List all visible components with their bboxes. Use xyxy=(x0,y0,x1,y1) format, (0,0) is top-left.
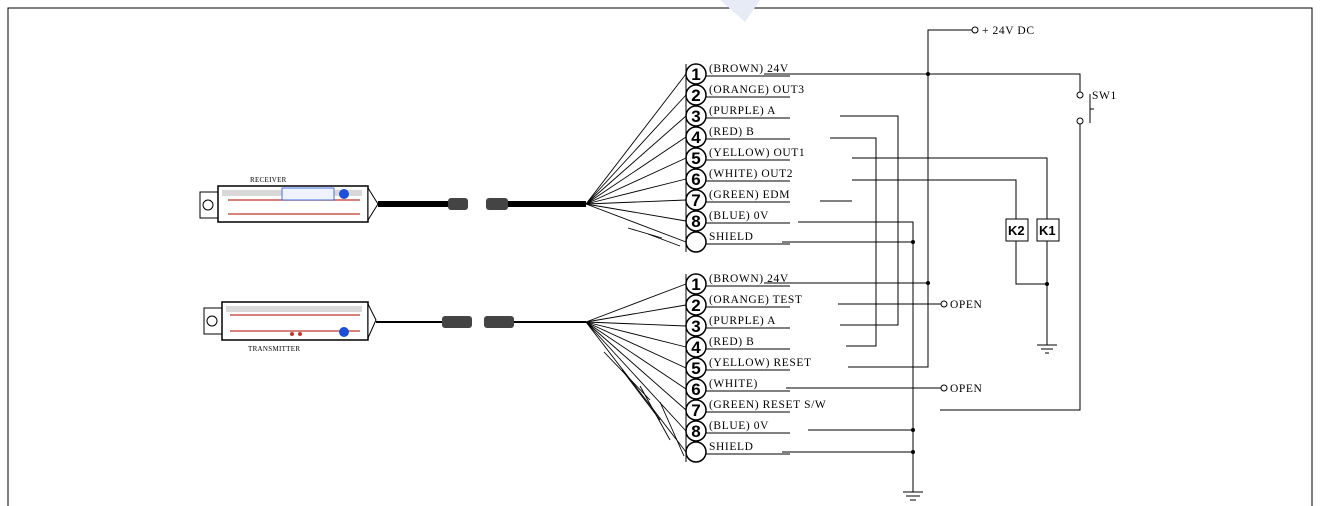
supply-label: + 24V DC xyxy=(982,25,1035,37)
receiver-wire-label: (ORANGE) OUT3 xyxy=(709,84,805,96)
transmitter-pin-3: 3 (PURPLE) A xyxy=(685,315,790,337)
transmitter-pin-1: 1 (BROWN) 24V xyxy=(685,273,790,295)
receiver-pin-4: 4 (RED) B xyxy=(685,126,790,148)
receiver-pin-7: 7 (GREEN) EDM xyxy=(685,189,790,211)
sw1-label: SW1 xyxy=(1092,90,1117,102)
receiver-wire-label: (BLUE) 0V xyxy=(709,210,769,222)
receiver-wire-label: (RED) B xyxy=(709,126,754,138)
transmitter-wire-label: (ORANGE) TEST xyxy=(709,294,803,306)
transmitter-wire-label: (YELLOW) RESET xyxy=(709,357,812,369)
watermark-fragment xyxy=(720,0,760,22)
transmitter-pin-8: 8 (BLUE) 0V xyxy=(685,420,790,442)
receiver-wire-label: SHIELD xyxy=(709,231,754,243)
transmitter-wire-label: (BROWN) 24V xyxy=(709,273,789,285)
receiver-wire-label: (YELLOW) OUT1 xyxy=(709,147,805,159)
transmitter-wire-label: (BLUE) 0V xyxy=(709,420,769,432)
open-label-white: OPEN xyxy=(950,383,983,395)
receiver-wire-label: (GREEN) EDM xyxy=(709,189,790,201)
transmitter-terminal-block: 1 (BROWN) 24V 2 (ORANGE) TEST 3 (PURPLE) A 4 (R… xyxy=(685,273,826,463)
transmitter-pin-6: 6 (WHITE) xyxy=(685,378,790,400)
receiver-pin-6: 6 (WHITE) OUT2 xyxy=(685,168,793,190)
receiver-pin-2: 2 (ORANGE) OUT3 xyxy=(685,84,805,106)
receiver-pin-number: 1 xyxy=(691,65,700,84)
transmitter-pin-2: 2 (ORANGE) TEST xyxy=(685,294,803,316)
receiver-device: RECEIVER xyxy=(199,176,586,223)
transmitter-wire-label: (WHITE) xyxy=(709,378,758,390)
receiver-wire-label: (PURPLE) A xyxy=(709,105,776,117)
cable-fanout xyxy=(585,73,687,457)
transmitter-pin-number: 6 xyxy=(691,380,700,399)
receiver-pin-number: 7 xyxy=(691,191,700,210)
wiring xyxy=(764,26,1094,501)
transmitter-device: TRANSMITTER xyxy=(203,301,586,353)
transmitter-wire-label: SHIELD xyxy=(709,441,754,453)
transmitter-pin-7: 7 (GREEN) RESET S/W xyxy=(685,399,826,421)
receiver-label: RECEIVER xyxy=(250,176,287,184)
receiver-wire-label: (WHITE) OUT2 xyxy=(709,168,793,180)
transmitter-pin-number: 3 xyxy=(691,317,700,336)
relay-k1-label: K1 xyxy=(1039,223,1056,238)
transmitter-pin-4: 4 (RED) B xyxy=(685,336,790,358)
transmitter-pin-shield: SHIELD xyxy=(685,441,790,463)
transmitter-pin-5: 5 (YELLOW) RESET xyxy=(685,357,812,379)
receiver-terminal-block: 1 (BROWN) 24V 2 (ORANGE) OUT3 3 (PURPLE) A 4 (R… xyxy=(685,63,805,253)
receiver-pin-number: 2 xyxy=(691,86,700,105)
receiver-pin-number: 5 xyxy=(691,149,700,168)
receiver-pin-5: 5 (YELLOW) OUT1 xyxy=(685,147,805,169)
receiver-pin-8: 8 (BLUE) 0V xyxy=(685,210,790,232)
transmitter-pin-number: 2 xyxy=(691,296,700,315)
transmitter-pin-number: 5 xyxy=(691,359,700,378)
transmitter-pin-number: 4 xyxy=(691,338,701,357)
transmitter-pin-number: 8 xyxy=(691,422,700,441)
receiver-wire-label: (BROWN) 24V xyxy=(709,63,789,75)
receiver-pin-number: 6 xyxy=(691,170,700,189)
receiver-pin-3: 3 (PURPLE) A xyxy=(685,105,790,127)
receiver-pin-number: 3 xyxy=(691,107,700,126)
receiver-pin-number: 8 xyxy=(691,212,700,231)
transmitter-wire-label: (PURPLE) A xyxy=(709,315,776,327)
transmitter-wire-label: (RED) B xyxy=(709,336,754,348)
receiver-pin-shield: SHIELD xyxy=(685,231,790,253)
transmitter-pin-number: 1 xyxy=(691,275,700,294)
transmitter-pin-number: 7 xyxy=(691,401,700,420)
open-label-test: OPEN xyxy=(950,299,983,311)
relay-k2-label: K2 xyxy=(1008,223,1025,238)
transmitter-label: TRANSMITTER xyxy=(248,345,300,353)
transmitter-wire-label: (GREEN) RESET S/W xyxy=(709,399,826,411)
receiver-pin-number: 4 xyxy=(691,128,701,147)
frame xyxy=(7,7,1313,506)
receiver-pin-1: 1 (BROWN) 24V xyxy=(685,63,790,85)
